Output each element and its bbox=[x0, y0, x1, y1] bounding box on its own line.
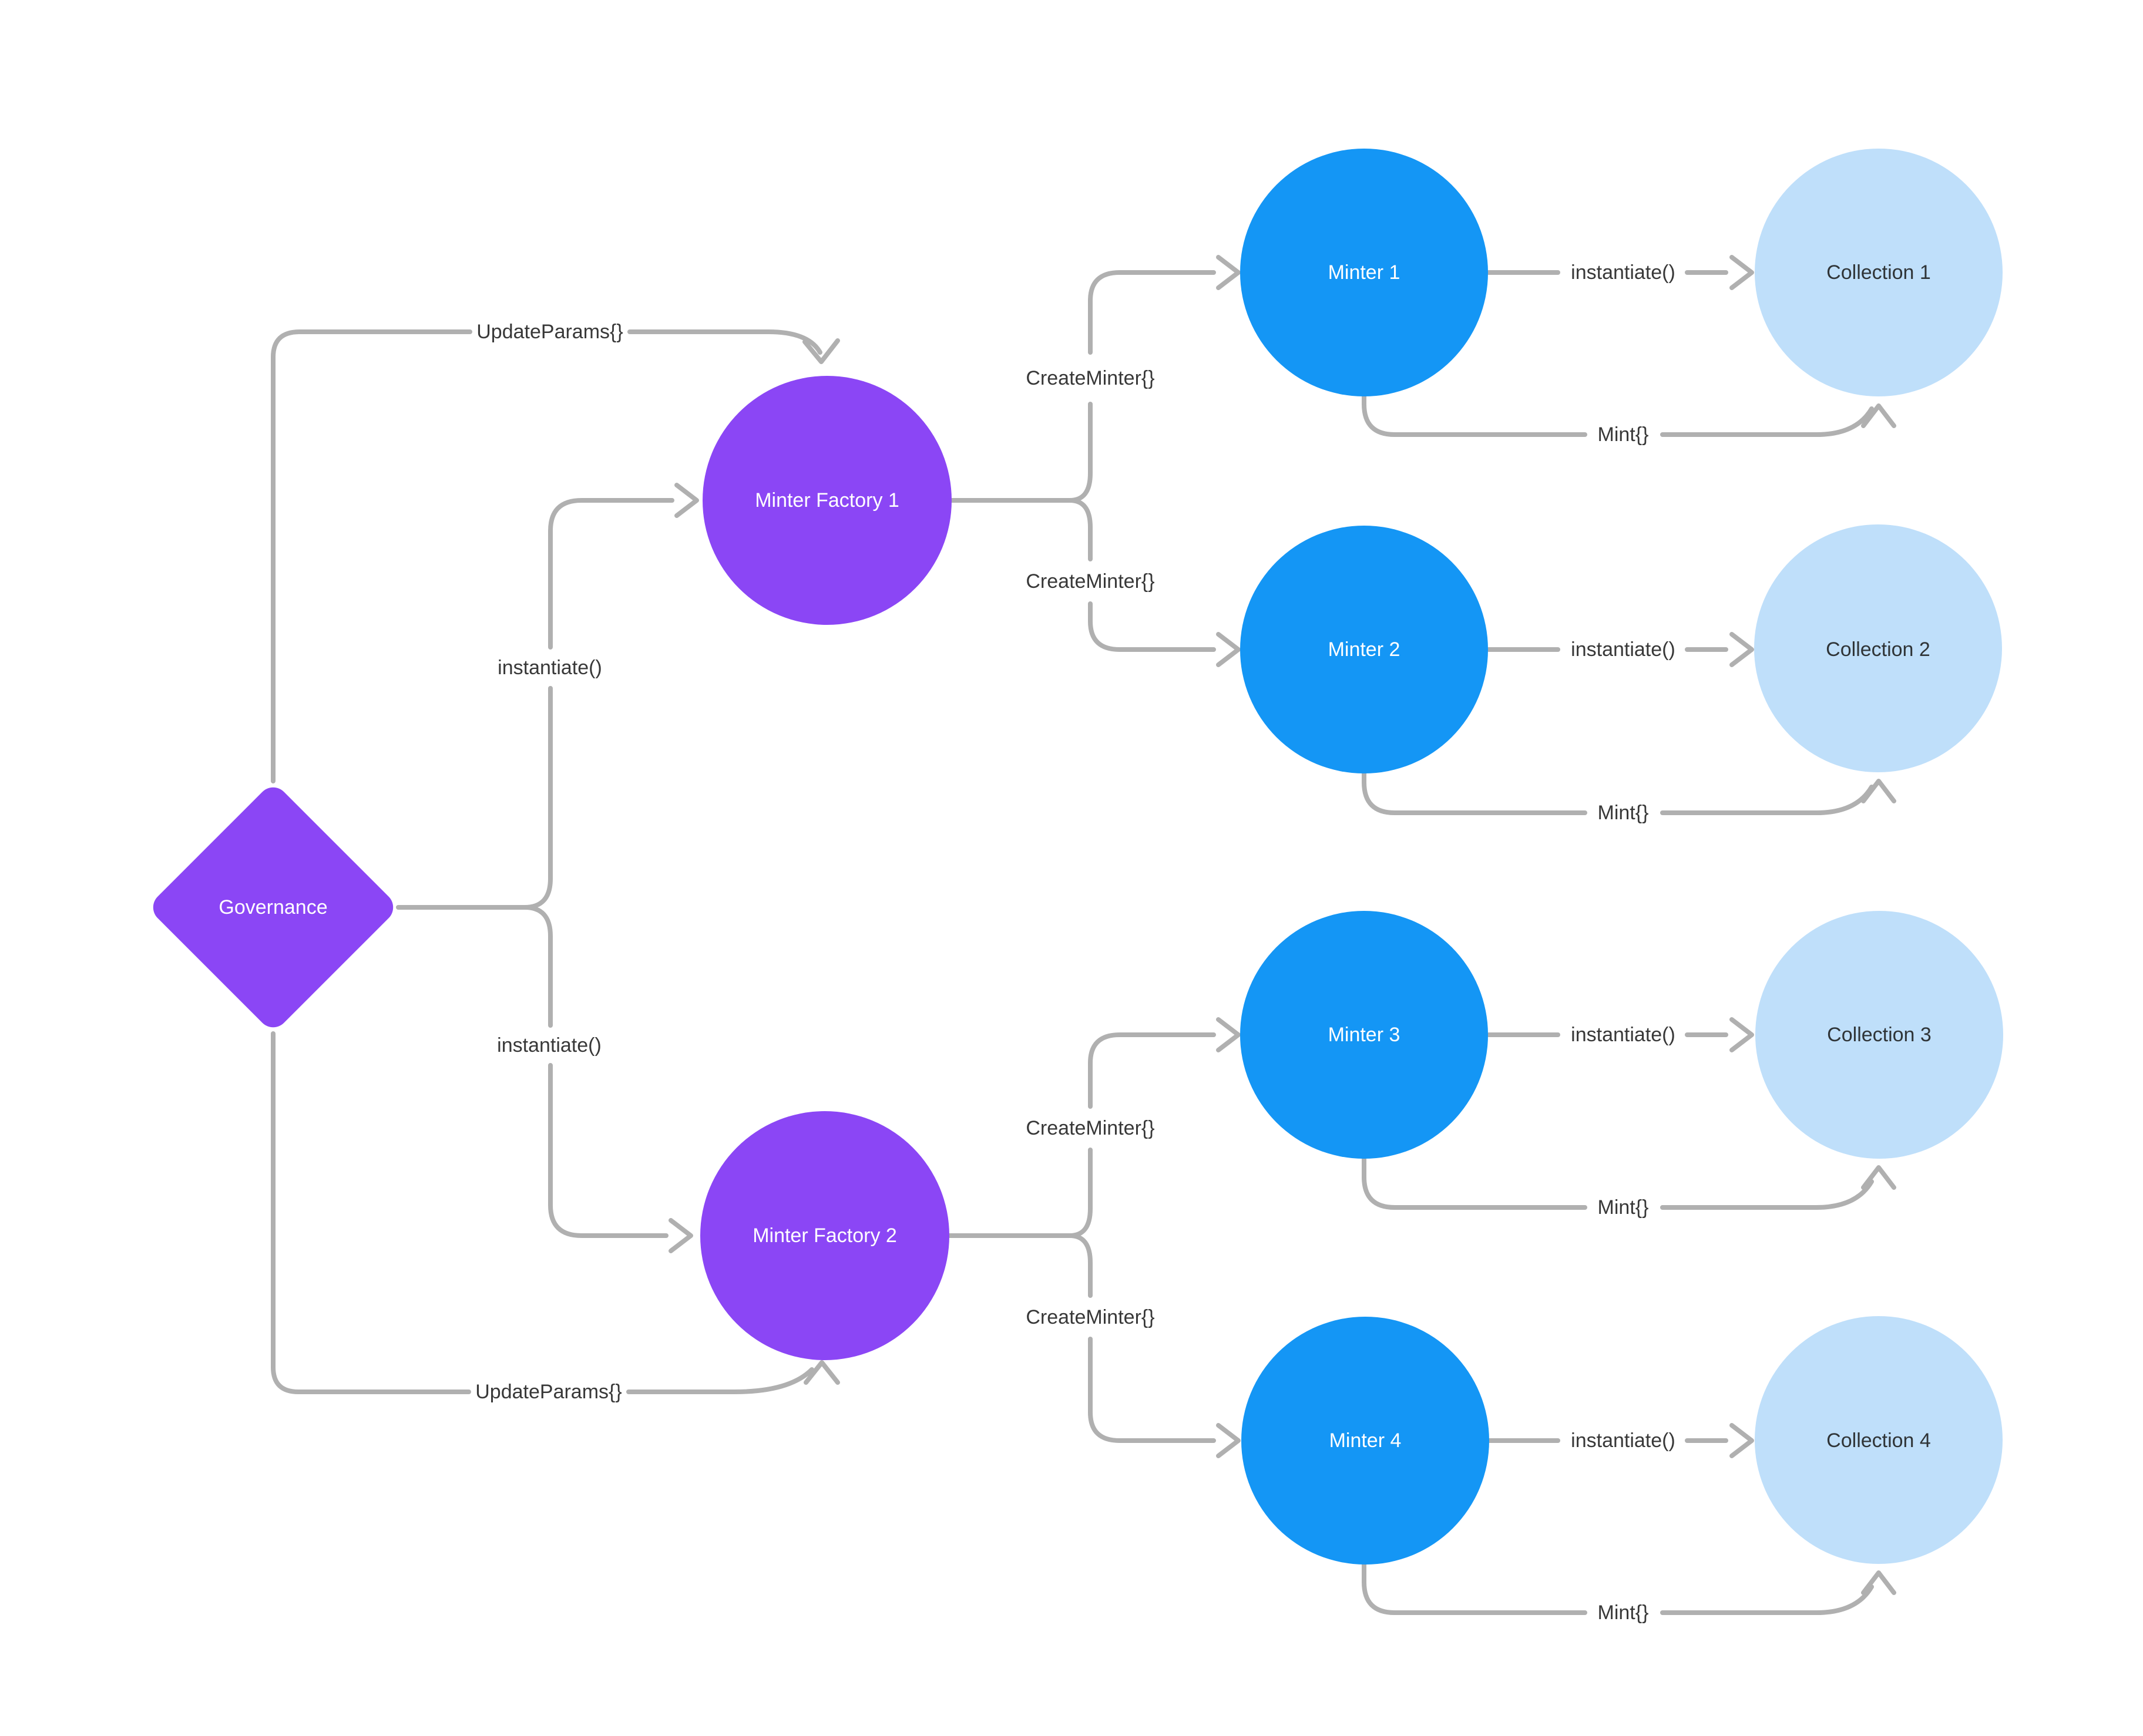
collection2-circle-shape bbox=[1754, 524, 2002, 772]
edge-mint-row1-left bbox=[1362, 394, 1587, 437]
edge-f1-fork-down-1 bbox=[1067, 498, 1093, 561]
edge-f1-fork-up-2 bbox=[1088, 270, 1216, 355]
edge-label-instantiate-gov-f2: instantiate() bbox=[497, 1034, 602, 1057]
edge-gov-fork-down-2 bbox=[548, 1063, 669, 1238]
node-collection-2: Collection 2 bbox=[1754, 524, 2002, 772]
factory1-circle-shape bbox=[703, 376, 952, 625]
edge-gov-fork-up-1 bbox=[522, 686, 553, 910]
nodes: Governance Minter Factory 1 Minter Facto… bbox=[153, 149, 2003, 1565]
node-label-minter1: Minter 1 bbox=[1328, 261, 1400, 284]
arrowhead-instantiate-row4 bbox=[1729, 1423, 1754, 1458]
node-collection-3: Collection 3 bbox=[1755, 911, 2003, 1159]
node-label-factory2: Minter Factory 2 bbox=[753, 1224, 897, 1247]
edges bbox=[271, 255, 1896, 1615]
edge-update-params-bottom-left bbox=[271, 1031, 471, 1394]
governance-diamond-shape bbox=[153, 787, 394, 1028]
edge-update-params-top-left bbox=[271, 329, 472, 783]
node-minter-2: Minter 2 bbox=[1240, 526, 1488, 773]
node-label-minter3: Minter 3 bbox=[1328, 1024, 1400, 1046]
node-label-collection4: Collection 4 bbox=[1826, 1429, 1931, 1452]
arrowhead-instantiate-row3 bbox=[1729, 1017, 1754, 1052]
edge-label-update-params-top: UpdateParams{} bbox=[476, 321, 623, 343]
arrowhead-create-minter1 bbox=[1216, 255, 1241, 290]
node-label-collection1: Collection 1 bbox=[1826, 261, 1931, 284]
arrowhead-instantiate-row2 bbox=[1729, 632, 1754, 667]
minter4-circle-shape bbox=[1241, 1317, 1489, 1565]
node-minter-1: Minter 1 bbox=[1240, 149, 1488, 396]
node-label-minter4: Minter 4 bbox=[1329, 1429, 1402, 1452]
arrowhead-create-minter3 bbox=[1216, 1017, 1241, 1052]
arrowhead-create-minter4 bbox=[1216, 1423, 1241, 1458]
edge-mint-row3-left bbox=[1362, 1156, 1587, 1210]
factory2-circle-shape bbox=[700, 1111, 949, 1360]
edge-f2-fork-up-1 bbox=[1067, 1148, 1093, 1238]
edge-f2-fork-down-2 bbox=[1088, 1337, 1216, 1443]
node-minter-factory-2: Minter Factory 2 bbox=[700, 1111, 949, 1360]
arrowhead-instantiate-row1 bbox=[1729, 255, 1754, 290]
node-label-factory1: Minter Factory 1 bbox=[755, 489, 899, 512]
edge-label-mint-row2: Mint{} bbox=[1598, 802, 1649, 824]
arrowhead-update-params-bottom bbox=[804, 1360, 840, 1385]
edge-label-instantiate-row3: instantiate() bbox=[1571, 1024, 1675, 1046]
arrowhead-instantiate-factory1 bbox=[674, 483, 699, 518]
node-minter-factory-1: Minter Factory 1 bbox=[703, 376, 952, 625]
collection1-circle-shape bbox=[1755, 149, 2003, 396]
edge-mint-row1-right bbox=[1660, 406, 1874, 437]
edge-label-instantiate-row4: instantiate() bbox=[1571, 1429, 1675, 1452]
arrowhead-mint-row3 bbox=[1861, 1165, 1896, 1190]
minter2-circle-shape bbox=[1240, 526, 1488, 773]
edge-label-mint-row3: Mint{} bbox=[1598, 1196, 1649, 1219]
minter3-circle-shape bbox=[1240, 911, 1488, 1159]
edge-f1-fork-down-2 bbox=[1088, 601, 1216, 652]
arrowhead-mint-row4 bbox=[1861, 1570, 1896, 1595]
edge-update-params-top-right bbox=[627, 329, 822, 355]
edge-f2-fork-up-2 bbox=[1088, 1032, 1216, 1109]
edge-label-instantiate-gov-f1: instantiate() bbox=[498, 657, 602, 679]
edge-mint-row4-left bbox=[1362, 1562, 1587, 1615]
edge-f1-fork-up-1 bbox=[1067, 402, 1093, 503]
node-label-collection2: Collection 2 bbox=[1826, 638, 1930, 661]
node-label-minter2: Minter 2 bbox=[1328, 638, 1400, 661]
edge-label-mint-row4: Mint{} bbox=[1598, 1602, 1649, 1624]
edge-mint-row2-left bbox=[1362, 771, 1587, 815]
arrowhead-instantiate-factory2 bbox=[669, 1218, 693, 1253]
minter1-circle-shape bbox=[1240, 149, 1488, 396]
node-minter-4: Minter 4 bbox=[1241, 1317, 1489, 1565]
edge-label-update-params-bottom: UpdateParams{} bbox=[475, 1381, 622, 1403]
node-minter-3: Minter 3 bbox=[1240, 911, 1488, 1159]
arrowhead-mint-row2 bbox=[1861, 779, 1896, 803]
arrowhead-mint-row1 bbox=[1861, 403, 1896, 428]
edge-label-create-minter-f1-b: CreateMinter{} bbox=[1026, 570, 1154, 593]
collection3-circle-shape bbox=[1755, 911, 2003, 1159]
collection4-circle-shape bbox=[1755, 1316, 2003, 1564]
edge-label-mint-row1: Mint{} bbox=[1598, 423, 1649, 446]
arrowhead-create-minter2 bbox=[1216, 632, 1241, 667]
edge-mint-row3-right bbox=[1660, 1179, 1874, 1210]
edge-mint-row4-right bbox=[1660, 1584, 1874, 1615]
edge-label-create-minter-f2-a: CreateMinter{} bbox=[1026, 1117, 1154, 1139]
edge-f2-fork-down-1 bbox=[1067, 1233, 1093, 1298]
edge-gov-fork-up-2 bbox=[548, 498, 674, 650]
edge-label-create-minter-f1-a: CreateMinter{} bbox=[1026, 367, 1154, 389]
node-collection-4: Collection 4 bbox=[1755, 1316, 2003, 1564]
edge-label-instantiate-row2: instantiate() bbox=[1571, 638, 1675, 661]
node-governance: Governance bbox=[153, 787, 394, 1028]
node-collection-1: Collection 1 bbox=[1755, 149, 2003, 396]
edge-label-instantiate-row1: instantiate() bbox=[1571, 261, 1675, 284]
edge-mint-row2-right bbox=[1660, 785, 1874, 815]
edge-update-params-bottom-right bbox=[626, 1367, 814, 1394]
node-label-collection3: Collection 3 bbox=[1827, 1024, 1932, 1046]
node-label-governance: Governance bbox=[219, 896, 327, 919]
edge-gov-fork-down-1 bbox=[522, 905, 553, 1028]
arrowhead-update-params-top bbox=[802, 338, 840, 364]
edge-labels: UpdateParams{} instantiate() instantiate… bbox=[475, 261, 1675, 1624]
edge-label-create-minter-f2-b: CreateMinter{} bbox=[1026, 1306, 1154, 1328]
